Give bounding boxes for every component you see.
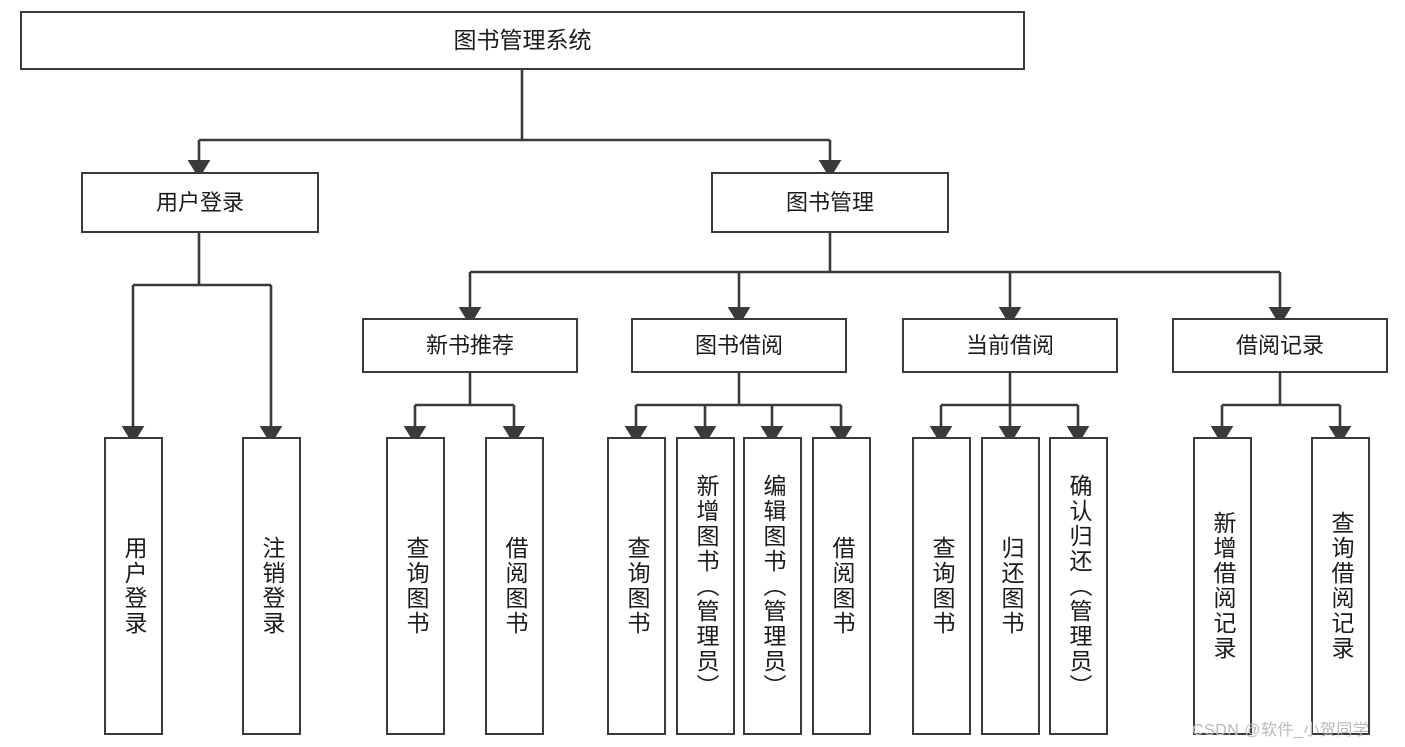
node-label: 归还图书 xyxy=(998,536,1024,636)
node-label: 图书管理系统 xyxy=(453,26,592,53)
node-label: 编辑图书（管理员） xyxy=(760,473,786,699)
node-label: 新增借阅记录 xyxy=(1210,511,1236,661)
node-label: 新书推荐 xyxy=(425,332,514,358)
leaf-borrow-borrow-book[interactable]: 借阅图书 xyxy=(812,437,871,735)
leaf-record-add-record[interactable]: 新增借阅记录 xyxy=(1193,437,1252,735)
node-label: 新增图书（管理员） xyxy=(693,473,719,699)
node-label: 图书管理 xyxy=(785,189,874,215)
node-label: 当前借阅 xyxy=(965,332,1054,358)
node-root-system[interactable]: 图书管理系统 xyxy=(20,11,1025,70)
node-label: 查询图书 xyxy=(403,536,429,636)
node-label: 用户登录 xyxy=(121,536,147,636)
leaf-recommend-query-book[interactable]: 查询图书 xyxy=(386,437,445,735)
leaf-borrow-query-book[interactable]: 查询图书 xyxy=(607,437,666,735)
leaf-current-return-book[interactable]: 归还图书 xyxy=(981,437,1040,735)
node-label: 借阅图书 xyxy=(502,536,528,636)
node-book-management[interactable]: 图书管理 xyxy=(711,172,949,233)
leaf-user-login-logout[interactable]: 注销登录 xyxy=(242,437,301,735)
node-label: 注销登录 xyxy=(259,536,285,636)
node-borrow-record[interactable]: 借阅记录 xyxy=(1172,318,1388,373)
node-book-borrow[interactable]: 图书借阅 xyxy=(631,318,847,373)
node-label: 确认归还（管理员） xyxy=(1066,473,1092,699)
node-current-borrow[interactable]: 当前借阅 xyxy=(902,318,1118,373)
node-user-login[interactable]: 用户登录 xyxy=(81,172,319,233)
node-label: 查询借阅记录 xyxy=(1328,511,1354,661)
node-label: 查询图书 xyxy=(929,536,955,636)
node-label: 借阅记录 xyxy=(1235,332,1324,358)
node-label: 图书借阅 xyxy=(694,332,783,358)
leaf-record-query-record[interactable]: 查询借阅记录 xyxy=(1311,437,1370,735)
leaf-borrow-edit-book-admin[interactable]: 编辑图书（管理员） xyxy=(743,437,802,735)
leaf-current-query-book[interactable]: 查询图书 xyxy=(912,437,971,735)
node-new-book-recommend[interactable]: 新书推荐 xyxy=(362,318,578,373)
leaf-recommend-borrow-book[interactable]: 借阅图书 xyxy=(485,437,544,735)
node-label: 查询图书 xyxy=(624,536,650,636)
leaf-user-login-login[interactable]: 用户登录 xyxy=(104,437,163,735)
node-label: 借阅图书 xyxy=(829,536,855,636)
leaf-borrow-add-book-admin[interactable]: 新增图书（管理员） xyxy=(676,437,735,735)
leaf-current-confirm-return-admin[interactable]: 确认归还（管理员） xyxy=(1049,437,1108,735)
node-label: 用户登录 xyxy=(155,189,244,215)
